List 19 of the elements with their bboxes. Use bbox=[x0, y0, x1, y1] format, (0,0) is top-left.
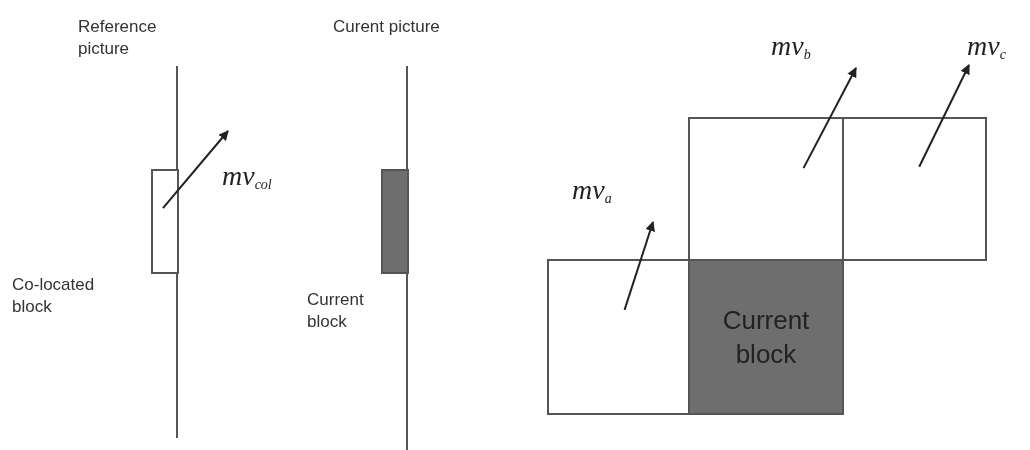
block-label: Current block bbox=[721, 304, 811, 371]
block bbox=[547, 259, 690, 415]
block bbox=[151, 169, 179, 274]
motion-vector-arrow bbox=[918, 64, 970, 168]
current-block bbox=[688, 259, 844, 415]
block-caption: Current block bbox=[307, 289, 365, 333]
block bbox=[688, 117, 844, 261]
picture-label: Reference picture bbox=[78, 16, 158, 60]
edge-label: mv$_{c}$ bbox=[967, 30, 1006, 62]
picture-label: Curent picture bbox=[333, 16, 441, 38]
motion-vector-arrow bbox=[161, 130, 229, 210]
block-caption: Co-located block bbox=[12, 274, 96, 318]
current-block bbox=[381, 169, 409, 274]
motion-vector-arrow bbox=[623, 221, 655, 311]
motion-vector-arrow bbox=[802, 67, 857, 170]
edge-label: mv$_{b}$ bbox=[771, 30, 811, 62]
edge-label: mv$_{a}$ bbox=[572, 174, 612, 206]
block bbox=[842, 117, 987, 261]
edge-label: mv$_{col}$ bbox=[222, 160, 272, 192]
